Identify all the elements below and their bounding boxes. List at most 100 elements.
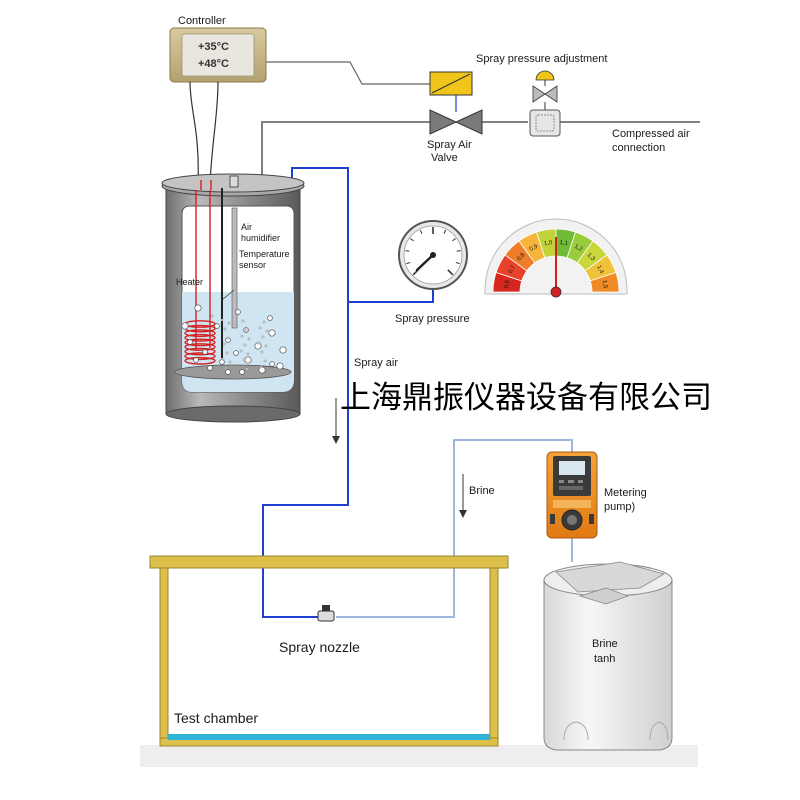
zone-gauge-tick-label: 0,7 (508, 264, 517, 275)
air-bubble (265, 329, 269, 333)
heater-coil-loop (184, 356, 216, 365)
air-bubble (268, 329, 276, 337)
zone-gauge-segment (589, 272, 620, 293)
air-bubble (187, 339, 193, 345)
heater-coil-loop (184, 333, 216, 342)
brine-line (336, 439, 573, 618)
temperature-sensor-label-1: Temperature (239, 249, 290, 259)
air-bubble (224, 366, 228, 370)
spray-air-arrow (332, 398, 340, 444)
air-bubble (181, 322, 189, 330)
air-bubble (276, 362, 284, 370)
spray-nozzle: Spray nozzle (279, 605, 360, 655)
compressed-air-label-2: connection (612, 142, 665, 154)
heater-coil-loop (184, 343, 216, 351)
spray-pressure-gauge: Spray pressure (395, 220, 470, 325)
air-bubble (235, 309, 241, 315)
brine-label: Brine (469, 485, 495, 497)
heater-label: Heater (176, 277, 203, 287)
air-bubble (193, 357, 199, 363)
brine-tank: Brine tanh (543, 561, 673, 751)
zone-gauge-tick-label: 1,4 (595, 265, 604, 276)
brine-tank-label-2: tanh (594, 653, 615, 665)
air-bubble (245, 367, 249, 371)
analog-gauge-needle (415, 253, 435, 272)
controller-temp-1: +35°C (198, 41, 229, 53)
spray-pressure-adjustment-label: Spray pressure adjustment (476, 53, 607, 65)
air-bubble (247, 337, 251, 341)
air-bubble (202, 349, 208, 355)
controller-temp-2: +48°C (198, 58, 229, 70)
air-bubble (262, 320, 266, 324)
air-bubble (214, 323, 220, 329)
air-bubble (207, 365, 213, 371)
air-bubble (239, 369, 245, 375)
compressed-air-label-1: Compressed air (612, 128, 690, 140)
air-bubble (226, 336, 230, 340)
brine-arrow (459, 474, 467, 518)
temperature-sensor-label-2: sensor (239, 260, 266, 270)
brine-tank-label-1: Brine (592, 638, 618, 650)
air-bubble (264, 344, 268, 348)
air-bubbles (181, 304, 287, 375)
analog-gauge-tick (405, 250, 410, 252)
air-bubble (227, 321, 231, 325)
air-bubble (225, 369, 231, 375)
metering-pump-label-1: Metering (604, 487, 647, 499)
zone-gauge-tick-label: 1,1 (559, 240, 569, 247)
metering-pump: Metering pump) (546, 451, 647, 539)
spray-air-label: Spray air (354, 357, 398, 369)
air-bubble (223, 327, 227, 331)
controller-signal-line (264, 61, 457, 112)
zone-gauge-tick-label: 1,3 (586, 252, 597, 263)
air-bubble (261, 335, 265, 339)
air-bubble (210, 314, 214, 318)
air-bubble (240, 334, 244, 338)
air-bubble (243, 343, 247, 347)
air-bubble (239, 349, 243, 353)
analog-gauge-tick (447, 269, 454, 276)
controller-label: Controller (178, 15, 226, 27)
air-bubble (260, 350, 264, 354)
air-bubble (241, 319, 245, 323)
air-bubble (219, 359, 225, 365)
air-bubble (257, 341, 261, 345)
metering-pump-label-2: pump) (604, 501, 635, 513)
analog-gauge-tick (455, 261, 460, 265)
analog-gauge-tick (452, 238, 456, 242)
zone-gauge-tick-label: 0,8 (516, 252, 527, 263)
controller: Controller +35°C +48°C (169, 15, 267, 185)
air-bubble (225, 351, 229, 355)
air-bubble (228, 360, 232, 364)
analog-gauge-tick (410, 238, 414, 242)
heater-coil-loop (184, 347, 216, 356)
zone-gauge-tick-label: 0,9 (529, 243, 540, 252)
air-bubble (221, 357, 225, 361)
spray-nozzle-label: Spray nozzle (279, 639, 360, 655)
zone-gauge-tick-label: 0,6 (504, 279, 511, 289)
zone-gauge-tick-label: 1,5 (601, 280, 608, 290)
analog-gauge-tick (406, 261, 411, 265)
air-humidifier-tank: Heater Air humidifier Temperature sensor (161, 173, 305, 423)
analog-gauge-tick (419, 229, 423, 234)
spray-air-valve: Spray Air Valve (427, 71, 483, 164)
spray-air-valve-label-2: Valve (431, 152, 458, 164)
air-humidifier-label-2: humidifier (241, 233, 280, 243)
heater-coil-loop (184, 338, 216, 347)
heater-coil (184, 320, 216, 365)
spray-pressure-label: Spray pressure (395, 313, 470, 325)
analog-gauge-tick (456, 250, 461, 252)
test-chamber-label: Test chamber (174, 710, 258, 726)
air-bubble (220, 318, 224, 322)
air-bubble (259, 365, 263, 369)
air-bubble (233, 350, 239, 356)
zone-gauge-tick-label: 1,0 (544, 240, 554, 247)
pressure-zone-gauge: 0,6 0,70,80,9 1,0 1,1 1,21,3 1,4 1,5 (484, 218, 628, 298)
air-bubble (279, 346, 287, 354)
zone-gauge-tick-label: 1,2 (573, 244, 584, 253)
air-bubble (258, 326, 262, 330)
spray-air-valve-label-1: Spray Air (427, 139, 472, 151)
spray-pressure-regulator: Spray pressure adjustment Compressed air… (476, 53, 690, 154)
air-humidifier-label-1: Air (241, 222, 252, 232)
